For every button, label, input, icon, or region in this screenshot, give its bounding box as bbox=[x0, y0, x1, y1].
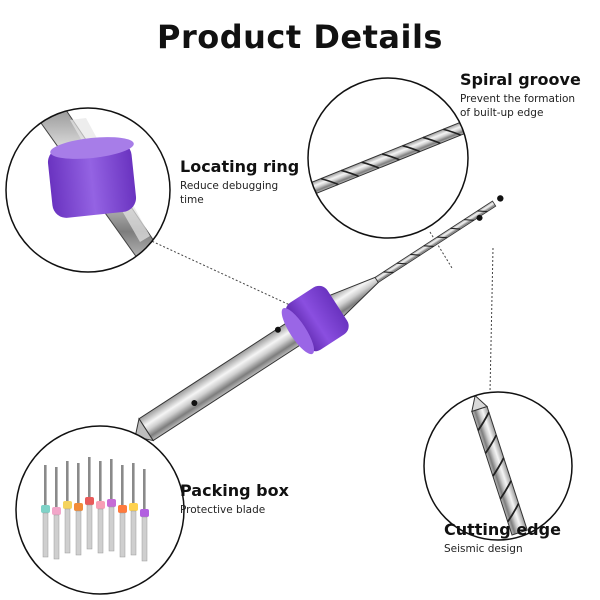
drill-flute bbox=[374, 200, 497, 283]
packed-bit-shank bbox=[130, 510, 137, 556]
packed-bit-cap bbox=[96, 501, 105, 509]
packed-bit bbox=[99, 461, 102, 503]
callout-desc-line2: time bbox=[180, 194, 204, 206]
packed-bit bbox=[121, 465, 124, 507]
leader-line-cutting-edge bbox=[489, 247, 494, 393]
callout-title-packing-box: Packing box bbox=[180, 481, 289, 500]
marker-dot-tip bbox=[497, 195, 504, 202]
leader-line-spiral-groove bbox=[429, 231, 453, 269]
packed-bit bbox=[110, 459, 113, 501]
packed-bit-cap bbox=[107, 499, 116, 507]
callout-packing-box: Packing box Protective blade bbox=[180, 481, 289, 517]
callout-desc-line2: of built-up edge bbox=[460, 107, 544, 119]
marker-dot-shank bbox=[191, 400, 198, 407]
callout-title-spiral-groove: Spiral groove bbox=[460, 70, 581, 89]
callout-title-cutting-edge: Cutting edge bbox=[444, 520, 561, 539]
callout-desc-line1: Prevent the formation bbox=[460, 93, 576, 105]
packed-bit bbox=[143, 469, 146, 511]
packed-bit bbox=[88, 457, 91, 499]
callout-desc-spiral-groove: Prevent the formation of built-up edge bbox=[460, 92, 581, 120]
callout-desc-packing-box: Protective blade bbox=[180, 504, 266, 516]
callout-spiral-groove: Spiral groove Prevent the formation of b… bbox=[460, 70, 581, 120]
packed-bit-cap bbox=[74, 503, 83, 511]
packed-bit-shank bbox=[42, 512, 49, 558]
packed-bit-cap bbox=[52, 507, 61, 515]
zoom-circle-packing-box bbox=[15, 425, 185, 595]
zoom-circle-locating-ring bbox=[5, 107, 171, 273]
packed-bit bbox=[66, 461, 69, 503]
packed-bit bbox=[132, 463, 135, 505]
packed-bit-cap bbox=[129, 503, 138, 511]
packed-bit-shank bbox=[119, 512, 126, 558]
packed-bit-shank bbox=[97, 508, 104, 554]
zoom-circle-cutting-edge bbox=[423, 391, 573, 541]
marker-dot-flute bbox=[476, 214, 483, 221]
packed-bit-cap bbox=[140, 509, 149, 517]
packed-bit-cap bbox=[63, 501, 72, 509]
callout-desc-cutting-edge: Seismic design bbox=[444, 543, 523, 555]
zoom-circle-spiral-groove bbox=[307, 77, 469, 239]
flute-spiral bbox=[383, 210, 488, 274]
packed-bit bbox=[55, 467, 58, 509]
callout-locating-ring: Locating ring Reduce debugging time bbox=[180, 157, 299, 207]
page-title: Product Details bbox=[157, 18, 443, 56]
packed-bit bbox=[77, 463, 80, 505]
packed-bit-cap bbox=[118, 505, 127, 513]
leader-line-locating-ring bbox=[144, 237, 293, 307]
drill-bit bbox=[134, 195, 504, 442]
callout-desc-locating-ring: Reduce debugging time bbox=[180, 179, 299, 207]
packed-bit-shank bbox=[141, 516, 148, 562]
packed-bit-shank bbox=[108, 506, 115, 552]
packed-bit-shank bbox=[75, 510, 82, 556]
callout-title-locating-ring: Locating ring bbox=[180, 157, 300, 176]
drill-ring-face bbox=[281, 308, 315, 355]
packed-bit-shank bbox=[86, 504, 93, 550]
packed-bit-cap bbox=[85, 497, 94, 505]
packed-bit-cap bbox=[41, 505, 50, 513]
marker-dot-ring bbox=[274, 326, 281, 333]
callout-desc-line1: Reduce debugging bbox=[180, 180, 279, 192]
packed-bit bbox=[44, 465, 47, 507]
drill-shank bbox=[138, 320, 305, 442]
callout-cutting-edge: Cutting edge Seismic design bbox=[444, 520, 561, 556]
packed-bit-shank bbox=[53, 514, 60, 560]
packed-bit-shank bbox=[64, 508, 71, 554]
